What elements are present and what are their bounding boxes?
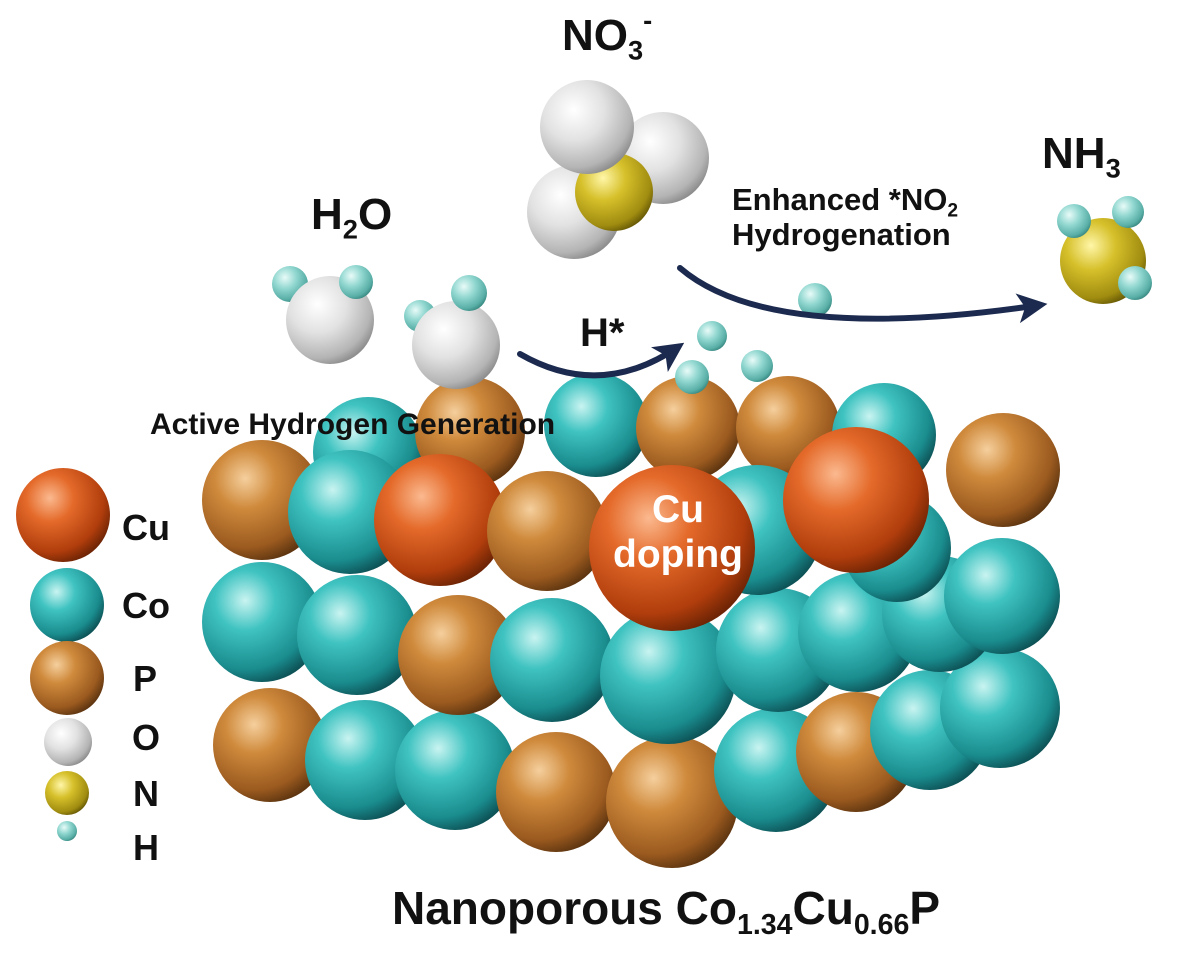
crystal-atom-p	[487, 471, 607, 591]
free-hydrogen-atom	[697, 321, 727, 351]
crystal-atom-cu	[374, 454, 506, 586]
ammonia-hydrogen-atom	[1057, 204, 1091, 238]
ammonia-hydrogen-atom	[1112, 196, 1144, 228]
legend-swatch-cu	[16, 468, 110, 562]
nitrate-oxygen-atom	[540, 80, 634, 174]
legend-swatch-n	[45, 771, 89, 815]
legend-swatches	[16, 468, 110, 841]
legend-label-co: Co	[122, 585, 170, 626]
crystal-atom-p	[398, 595, 518, 715]
legend-swatch-o	[44, 718, 92, 766]
legend-label-cu: Cu	[122, 507, 170, 548]
crystal-atom-co	[395, 710, 515, 830]
cu-doping-label-line1: Cu	[652, 488, 704, 531]
nanoporous-crystal	[202, 373, 1060, 868]
free-hydrogen-atom	[798, 283, 832, 317]
water-oxygen-atom	[412, 301, 500, 389]
hydrogenation-label-line2: Hydrogenation	[732, 216, 951, 252]
crystal-atom-co	[490, 598, 614, 722]
crystal-atom-co	[944, 538, 1060, 654]
h-star-arrow	[517, 342, 685, 379]
legend-swatch-p	[30, 641, 104, 715]
hydrogenation-label: Enhanced *NO2 Hydrogenation	[732, 182, 959, 252]
nitrate-label: NO3-	[562, 4, 653, 66]
crystal-atom-p	[496, 732, 616, 852]
crystal-atom-co	[297, 575, 417, 695]
hydrogenation-arrow	[677, 265, 1048, 324]
crystal-atom-cu	[589, 465, 755, 631]
legend-label-p: P	[133, 658, 158, 699]
legend-label-h: H	[133, 827, 159, 868]
crystal-atom-co	[940, 648, 1060, 768]
crystal-atom-p	[636, 376, 740, 480]
free-hydrogen-atom	[675, 360, 709, 394]
material-title: Nanoporous Co1.34Cu0.66P	[392, 882, 940, 941]
legend-label-n: N	[133, 773, 159, 814]
crystal-atom-co	[544, 373, 648, 477]
cu-doping-label-line2: doping	[613, 532, 743, 576]
ammonia-label: NH3	[1042, 129, 1121, 184]
crystal-atom-cu	[783, 427, 929, 573]
crystal-atom-co	[305, 700, 425, 820]
active-hydrogen-generation-label: Active Hydrogen Generation	[150, 408, 556, 441]
legend-swatch-co	[30, 568, 104, 642]
water-hydrogen-atom	[339, 265, 373, 299]
active-hydrogen-label: H*	[580, 311, 625, 355]
cu-doping-label: Cu doping	[598, 488, 758, 578]
crystal-atom-p	[946, 413, 1060, 527]
crystal-atom-p	[606, 736, 738, 868]
hydrogenation-label-line1: Enhanced *NO2	[732, 182, 959, 222]
crystal-atom-co	[202, 562, 322, 682]
legend-label-o: O	[132, 717, 161, 758]
free-hydrogen-atom	[741, 350, 773, 382]
ammonia-hydrogen-atom	[1118, 266, 1152, 300]
water-hydrogen-atom	[451, 275, 487, 311]
crystal-atom-p	[213, 688, 327, 802]
crystal-atom-co	[600, 608, 736, 744]
legend-swatch-h	[57, 821, 77, 841]
water-label: H2O	[311, 190, 393, 245]
molecules	[272, 80, 1152, 394]
